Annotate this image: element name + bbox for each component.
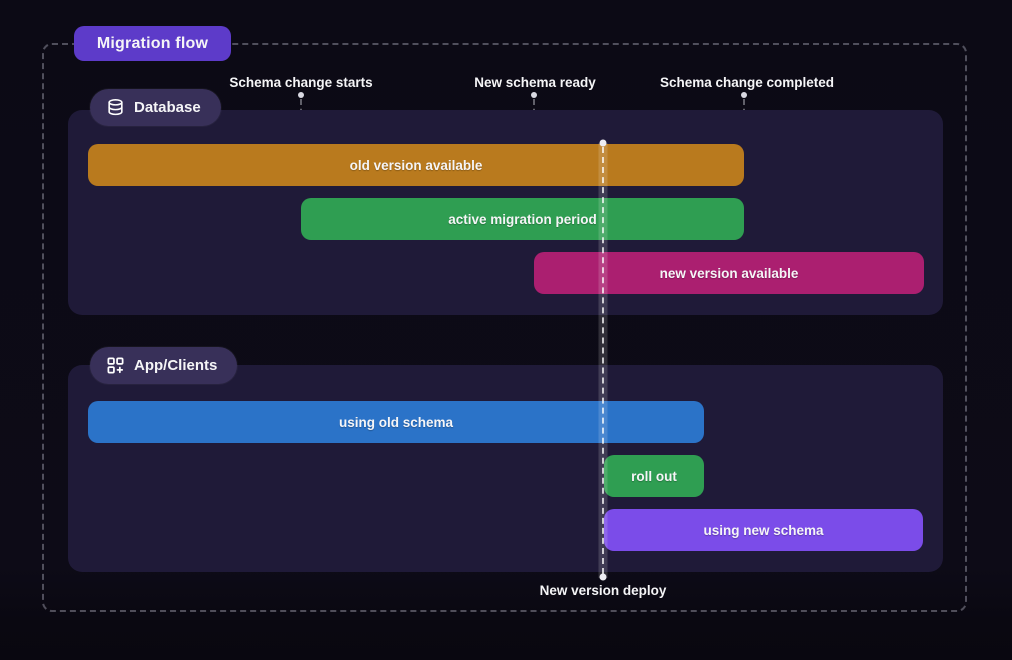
- database-icon: [106, 98, 125, 117]
- bar-label: active migration period: [448, 211, 597, 227]
- bar-using-new-schema: using new schema: [604, 509, 923, 551]
- bar-label: old version available: [349, 157, 483, 173]
- deploy-label: New version deploy: [539, 583, 667, 598]
- app-clients-chip-label: App/Clients: [134, 357, 218, 374]
- marker-label-schema-change-completed: Schema change completed: [659, 75, 835, 90]
- diagram-title-badge: Migration flow: [74, 26, 231, 61]
- app-clients-chip: App/Clients: [90, 347, 238, 384]
- bar-active-migration-period: active migration period: [301, 198, 744, 240]
- bar-new-version-available: new version available: [534, 252, 924, 294]
- deploy-dot-bottom: [599, 573, 607, 581]
- marker-dot-top: [531, 92, 537, 98]
- marker-label-schema-change-starts: Schema change starts: [229, 75, 373, 90]
- bar-label: using old schema: [338, 414, 454, 430]
- marker-dot-top: [298, 92, 304, 98]
- deploy-dot-top: [599, 139, 607, 147]
- diagram-frame: [42, 43, 967, 612]
- database-chip: Database: [90, 89, 221, 126]
- marker-label-new-schema-ready: New schema ready: [474, 75, 596, 90]
- bar-roll-out: roll out: [604, 455, 704, 497]
- database-chip-label: Database: [134, 99, 201, 116]
- diagram-title: Migration flow: [96, 34, 209, 52]
- bar-label: using new schema: [703, 522, 824, 538]
- bar-using-old-schema: using old schema: [88, 401, 704, 443]
- marker-dot-top: [741, 92, 747, 98]
- apps-plus-icon: [106, 356, 125, 375]
- deploy-line: [602, 147, 604, 574]
- bar-label: roll out: [631, 468, 677, 484]
- bar-old-version-available: old version available: [88, 144, 744, 186]
- bar-label: new version available: [659, 265, 799, 281]
